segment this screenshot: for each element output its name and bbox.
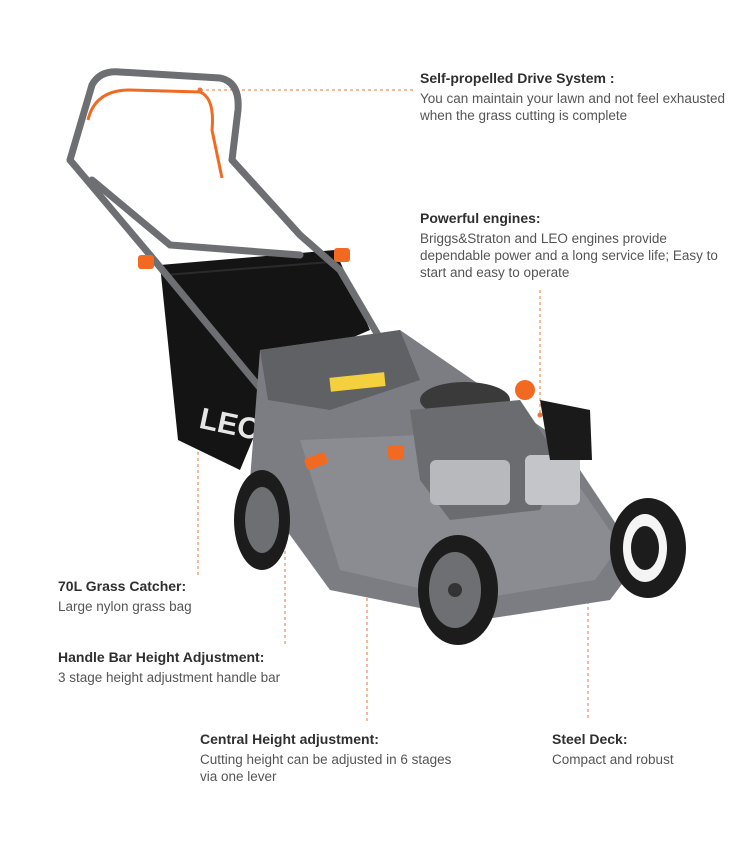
feature-description: Compact and robust [552, 752, 674, 767]
feature-description: You can maintain your lawn and not feel … [420, 91, 725, 123]
feature-title: Handle Bar Height Adjustment: [58, 649, 265, 665]
feature-title: Powerful engines: [420, 210, 541, 226]
feature-description: Large nylon grass bag [58, 599, 192, 614]
wheel-front-left [418, 535, 498, 645]
feature-handle-height: Handle Bar Height Adjustment: 3 stage he… [58, 649, 358, 686]
handle-knob-left [138, 255, 154, 269]
feature-powerful-engines: Powerful engines: Briggs&Straton and LEO… [420, 210, 725, 281]
engine [410, 380, 592, 520]
drive-bail-lever [86, 88, 224, 179]
feature-grass-catcher: 70L Grass Catcher: Large nylon grass bag [58, 578, 298, 615]
feature-title: Steel Deck: [552, 731, 628, 747]
engine-orange-part [388, 445, 404, 459]
height-adjust-lever [304, 452, 328, 470]
handle-bar [66, 68, 414, 404]
feature-steel-deck: Steel Deck: Compact and robust [552, 731, 732, 768]
feature-self-propelled: Self-propelled Drive System : You can ma… [420, 70, 740, 124]
feature-description: 3 stage height adjustment handle bar [58, 670, 281, 685]
feature-description: Briggs&Straton and LEO engines provide d… [420, 231, 718, 280]
feature-description: Cutting height can be adjusted in 6 stag… [200, 752, 452, 784]
feature-title: Self-propelled Drive System : [420, 70, 615, 86]
feature-title: Central Height adjustment: [200, 731, 379, 747]
warning-label [329, 372, 386, 392]
feature-central-height: Central Height adjustment: Cutting heigh… [200, 731, 470, 785]
wheel-rear-left [234, 470, 290, 570]
wheel-front-right [610, 498, 686, 598]
feature-title: 70L Grass Catcher: [58, 578, 187, 594]
handle-knob-right [334, 248, 350, 262]
